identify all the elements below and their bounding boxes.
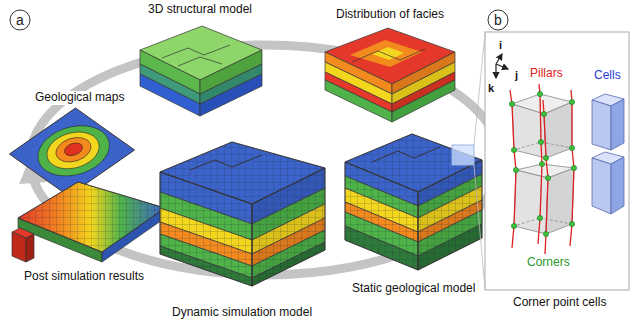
- axis-label: j: [515, 69, 518, 82]
- corner-dot: [545, 175, 550, 180]
- geological-map: [10, 108, 135, 196]
- panel-letter: b: [494, 12, 502, 28]
- facies-block: [352, 49, 425, 62]
- cell-prism: [592, 158, 611, 214]
- facies-block: [325, 28, 455, 122]
- axis-arrows: [496, 54, 508, 78]
- corner-point-cell: [544, 102, 572, 158]
- zoom-inset: [474, 165, 485, 289]
- axis-arrows: [496, 64, 508, 69]
- panel-circle: [488, 10, 508, 30]
- geological-map: [36, 125, 109, 177]
- geological-map: [23, 116, 123, 187]
- facies-block: [350, 40, 422, 67]
- geological-map: [49, 133, 98, 167]
- axis-label: i: [499, 39, 502, 52]
- structural-block: [140, 26, 262, 116]
- post-results-slab: [12, 232, 26, 262]
- dynamic-model: [252, 168, 325, 286]
- structural-block: [200, 74, 262, 116]
- corner-dot: [571, 165, 576, 170]
- axis-arrows: [495, 64, 496, 78]
- static-model: [372, 147, 440, 162]
- post-results-slab: [12, 182, 165, 262]
- panel-circle: [10, 10, 30, 30]
- stage-caption: Dynamic simulation model: [170, 306, 314, 320]
- cell-prism: [611, 157, 624, 214]
- corner-dot: [569, 221, 574, 226]
- corner-dot: [543, 231, 548, 236]
- post-results-slab: [18, 182, 165, 252]
- cells-label: Cells: [594, 69, 621, 83]
- static-model: [345, 134, 482, 270]
- corner-dot: [541, 111, 546, 116]
- facies-block: [325, 80, 392, 122]
- post-results-slab: [26, 234, 34, 262]
- structural-block: [162, 45, 230, 58]
- pillars-label: Pillars: [530, 67, 563, 81]
- cell-prism: [611, 99, 624, 150]
- zoom-inset: [452, 32, 629, 290]
- corner-point-cell: [512, 94, 574, 234]
- facies-block: [372, 47, 404, 60]
- cell-prism: [592, 94, 624, 214]
- dynamic-model: [160, 172, 252, 286]
- stage-caption: Distribution of facies: [334, 8, 446, 22]
- dynamic-model: [160, 142, 325, 286]
- stage-caption: Post simulation results: [22, 270, 146, 284]
- corner-dot: [513, 167, 518, 172]
- zoom-inset: [485, 32, 629, 290]
- geological-map: [10, 108, 135, 196]
- stage-caption: 3D structural model: [146, 3, 254, 17]
- axis-arrows: [496, 54, 502, 64]
- corner-point-cell: [514, 94, 541, 150]
- post-results-slab: [18, 182, 165, 252]
- structural-block: [178, 57, 222, 66]
- corner-dot: [511, 147, 516, 152]
- corner-dot: [537, 215, 542, 220]
- geological-map: [61, 140, 86, 158]
- panel-letter: a: [16, 12, 24, 28]
- corner-dot: [539, 161, 544, 166]
- zoom-inset: [452, 145, 474, 165]
- dynamic-model: [190, 155, 262, 170]
- stage-caption: Geological maps: [33, 91, 126, 105]
- corner-dot: [569, 145, 574, 150]
- corner-dot: [537, 91, 542, 96]
- stage-caption: Static geological model: [350, 282, 477, 296]
- inset-caption: Corner point cells: [511, 296, 608, 310]
- zoom-inset: [474, 33, 485, 145]
- corner-point-cell: [514, 164, 542, 226]
- facies-block: [392, 80, 455, 122]
- corner-dot: [538, 139, 543, 144]
- axis-label: k: [488, 82, 494, 95]
- corners-label: Corners: [527, 256, 570, 270]
- corner-dot: [509, 91, 576, 236]
- structural-block: [140, 74, 200, 116]
- corner-dot: [509, 101, 514, 106]
- corner-dot: [543, 155, 548, 160]
- pillar-line: [510, 84, 574, 254]
- static-model: [345, 162, 418, 270]
- corner-point-cell: [546, 168, 574, 234]
- cell-prism: [592, 100, 611, 150]
- static-model: [418, 160, 482, 270]
- corner-dot: [569, 99, 574, 104]
- corner-dot: [511, 223, 516, 228]
- corner-point-cell: [540, 218, 572, 224]
